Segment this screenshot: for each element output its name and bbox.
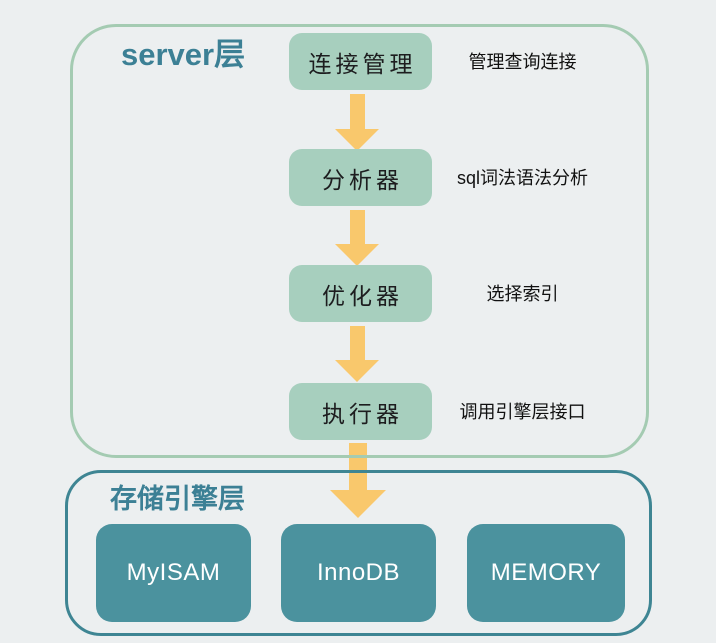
arrow-shaft	[349, 443, 367, 490]
engine-label: MEMORY	[490, 559, 602, 586]
storage-engine-layer-title: 存储引擎层	[110, 484, 245, 514]
flow-node-label: 分析器	[322, 166, 403, 193]
engine-label: InnoDB	[316, 559, 401, 586]
down-arrow-icon	[330, 443, 386, 518]
engine-box-memory: MEMORY	[467, 524, 625, 622]
arrow-head	[335, 244, 379, 266]
flow-node-label: 优化器	[322, 282, 403, 309]
arrow-head	[335, 360, 379, 382]
flow-node-label: 执行器	[322, 400, 403, 427]
arrow-head	[330, 490, 386, 518]
arrow-head	[335, 129, 379, 151]
flow-node-connection-manager: 连接管理	[289, 33, 432, 90]
arrow-shaft	[349, 326, 365, 360]
arrow-shaft	[349, 210, 365, 244]
down-arrow-icon	[335, 94, 379, 151]
down-arrow-icon	[335, 210, 379, 266]
flow-node-analyzer: 分析器	[289, 149, 432, 206]
down-arrow-icon	[335, 326, 379, 382]
arrow-shaft	[349, 94, 365, 129]
flow-node-optimizer: 优化器	[289, 265, 432, 322]
engine-box-myisam: MyISAM	[96, 524, 251, 622]
annotation-connection-manager: 管理查询连接	[468, 52, 577, 72]
annotation-executor: 调用引擎层接口	[459, 402, 586, 422]
engine-label: MyISAM	[126, 559, 221, 586]
engine-box-innodb: InnoDB	[281, 524, 436, 622]
flow-node-executor: 执行器	[289, 383, 432, 440]
annotation-optimizer: 选择索引	[486, 284, 559, 304]
annotation-analyzer: sql词法语法分析	[456, 168, 588, 188]
flow-node-label: 连接管理	[308, 50, 417, 77]
server-layer-title: server层	[121, 37, 246, 72]
